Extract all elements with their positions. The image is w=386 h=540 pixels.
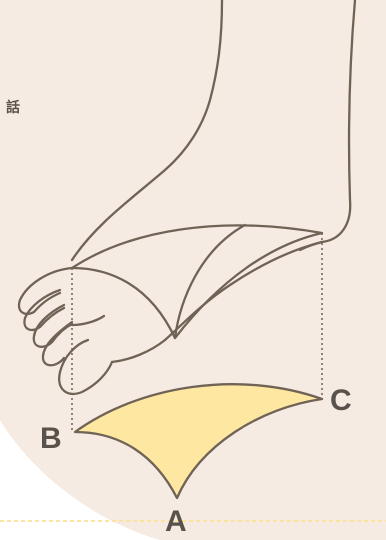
point-label-a: A — [165, 507, 187, 537]
point-label-c: C — [330, 386, 352, 416]
point-label-b: B — [40, 424, 62, 454]
text-fragment: 話 — [6, 101, 20, 115]
